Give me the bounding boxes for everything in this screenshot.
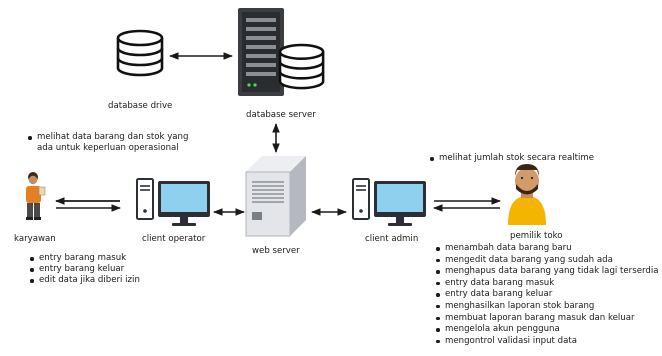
list-item: entry barang masuk (28, 253, 140, 264)
note-line: melihat jumlah stok secara realtime (428, 153, 594, 164)
database-drive-icon (116, 29, 164, 77)
list-item: menambah data barang baru (434, 243, 658, 255)
client-admin-computer-icon (352, 178, 426, 226)
list-item: menghapus data barang yang tidak lagi te… (434, 266, 658, 278)
list-item: menghasilkan laporan stok barang (434, 301, 658, 313)
list-item: membuat laporan barang masuk dan keluar (434, 313, 658, 325)
client-admin-label: client admin (365, 234, 419, 244)
karyawan-person-icon (26, 172, 46, 220)
owner-task-list: menambah data barang baru mengedit data … (434, 243, 658, 347)
list-item: entry barang keluar (28, 264, 140, 275)
web-server-icon (245, 156, 306, 237)
list-item: edit data jika diberi izin (28, 275, 140, 286)
list-item: entry data barang keluar (434, 289, 658, 301)
pemilik-view-note: melihat jumlah stok secara realtime (428, 153, 594, 164)
database-drive-label: database drive (108, 101, 173, 111)
list-item: mengontrol validasi input data (434, 336, 658, 348)
pemilik-toko-person-icon (508, 164, 546, 225)
client-operator-computer-icon (136, 178, 210, 226)
client-operator-label: client operator (142, 234, 206, 244)
list-item: mengedit data barang yang sudah ada (434, 255, 658, 267)
connectors (55, 52, 501, 216)
operator-task-list: entry barang masuk entry barang keluar e… (28, 253, 140, 287)
list-item: mengelola akun pengguna (434, 324, 658, 336)
karyawan-label: karyawan (14, 234, 56, 244)
database-server-label: database server (246, 110, 316, 120)
database-server-icon (238, 8, 325, 96)
web-server-label: web server (252, 246, 300, 256)
pemilik-toko-label: pemilik toko (510, 231, 563, 241)
list-item: entry data barang masuk (434, 278, 658, 290)
